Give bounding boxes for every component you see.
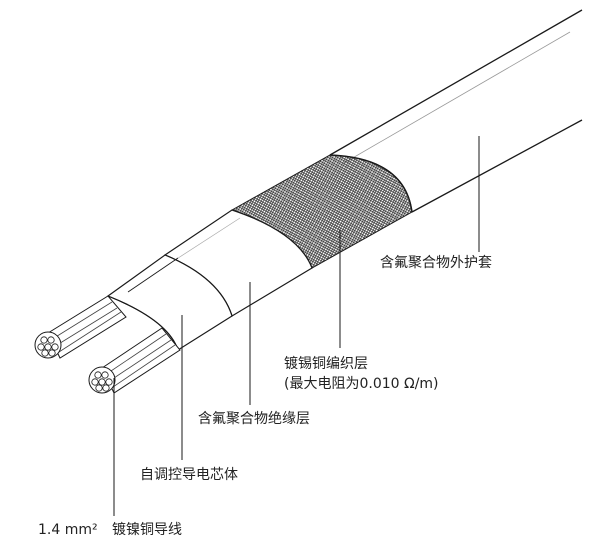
label-outer-jacket: 含氟聚合物外护套 [380,255,492,271]
label-braid: 镀锡铜编织层 [284,356,368,372]
label-conductor-name: 镀镍铜导线 [112,522,182,538]
leader-lines [113,136,480,516]
label-core: 自调控导电芯体 [140,467,238,483]
self-regulating-core [106,254,233,351]
nickel-plated-copper-conductors [34,295,181,394]
label-conductor-size: 1.4 mm² [38,522,98,538]
label-insulation: 含氟聚合物绝缘层 [198,411,310,427]
label-braid-resistance: (最大电阻为0.010 Ω/m) [284,376,439,392]
